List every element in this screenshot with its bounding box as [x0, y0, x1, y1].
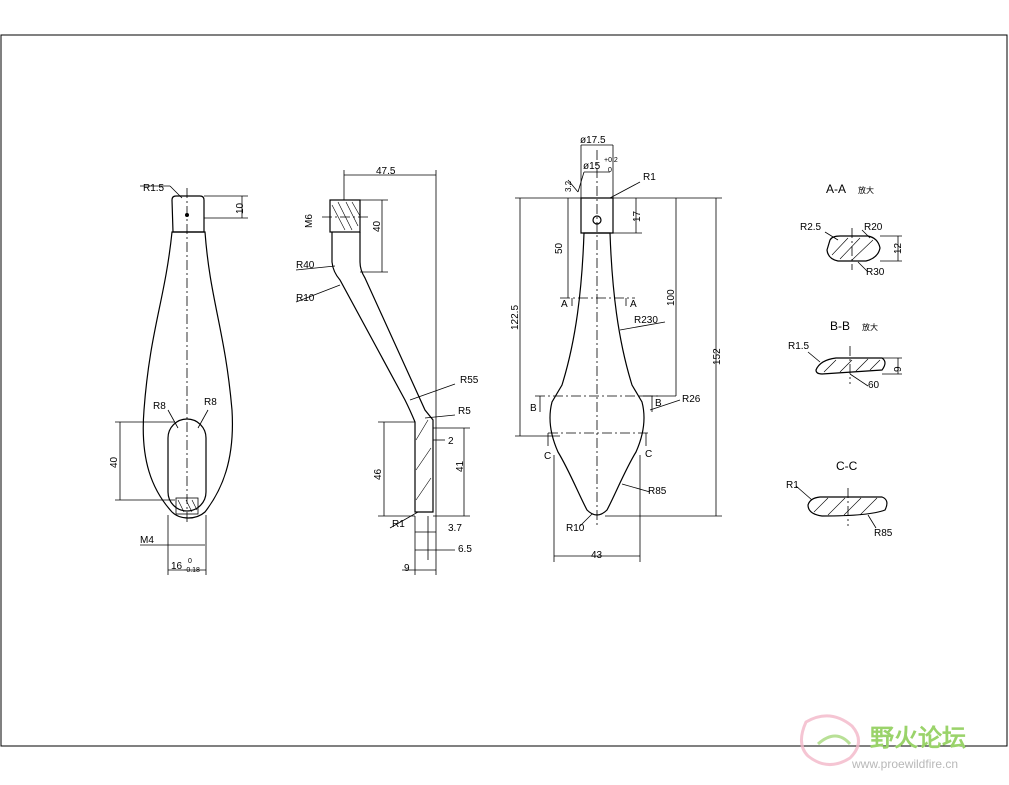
front-top-height: 10 — [235, 202, 246, 214]
section-bb-height: 9 — [893, 366, 904, 372]
section-cc-title: C-C — [836, 459, 858, 473]
watermark-logo-icon — [800, 714, 860, 766]
main-dim-122: 122.5 — [510, 305, 521, 330]
side-radius-55: R55 — [460, 375, 479, 386]
side-radius-40: R40 — [296, 260, 315, 271]
side-head-height: 40 — [372, 220, 383, 232]
side-view: 47.5 M6 40 R40 R10 R55 R5 2 46 41 R1 3.7… — [295, 166, 479, 575]
side-offset: 47.5 — [376, 166, 396, 177]
main-dim-152: 152 — [712, 348, 723, 365]
main-tol-lower: 0 — [608, 167, 612, 174]
side-bottom-radius: R1 — [392, 519, 405, 530]
side-radius-5: R5 — [458, 406, 471, 417]
main-tol-upper: +0.2 — [604, 157, 618, 164]
main-section-a-left: A — [561, 299, 568, 310]
front-slot-left-radius: R8 — [153, 401, 166, 412]
main-radius-85: R85 — [648, 486, 667, 497]
front-width-tol-lower: -0.18 — [184, 567, 200, 574]
section-aa-height: 12 — [893, 242, 904, 254]
main-dim-17: 17 — [632, 210, 643, 222]
section-aa-suffix: 放大 — [858, 185, 874, 195]
section-aa-title: A-A — [826, 182, 846, 196]
section-bb-suffix: 放大 — [862, 322, 878, 332]
main-section-b-right: B — [655, 398, 662, 409]
sheet-border — [0, 34, 1008, 747]
main-radius-top: R1 — [643, 172, 656, 183]
front-thread: M4 — [140, 535, 154, 546]
watermark: 野火论坛 www.proewildfire.cn — [800, 714, 966, 771]
main-dim-100: 100 — [666, 289, 677, 306]
main-radius-10: R10 — [566, 523, 585, 534]
front-width: 16 — [171, 561, 183, 572]
watermark-url: www.proewildfire.cn — [851, 757, 958, 771]
section-cc-radius-1: R1 — [786, 480, 799, 491]
section-bb-title: B-B — [830, 319, 850, 333]
watermark-title: 野火论坛 — [870, 724, 966, 752]
main-surface-finish: 3.2 — [564, 180, 573, 192]
front-slot-right-radius: R8 — [204, 397, 217, 408]
main-section-b-left: B — [530, 403, 537, 414]
front-slot-length: 40 — [109, 456, 120, 468]
section-cc-radius-85: R85 — [874, 528, 893, 539]
main-diameter-inner: ø15 — [583, 161, 601, 172]
side-dim-9: 9 — [404, 563, 410, 574]
front-width-tol-upper: 0 — [188, 558, 192, 565]
section-views: A-A 放大 R2.5 R20 R30 12 B-B 放大 R1.5 9 60 … — [786, 182, 904, 539]
section-bb-radius: R1.5 — [788, 341, 810, 352]
section-aa-radius-2-5: R2.5 — [800, 222, 822, 233]
main-width: 43 — [591, 550, 603, 561]
side-gap: 2 — [448, 436, 454, 447]
main-section-c-right: C — [645, 449, 652, 460]
main-section-c-left: C — [544, 451, 551, 462]
main-radius-230: R230 — [634, 315, 658, 326]
section-aa-radius-30: R30 — [866, 267, 885, 278]
side-dim-3-7: 3.7 — [448, 523, 462, 534]
main-view: ø17.5 ø15 +0.2 0 3.2 R1 17 50 100 122.5 … — [510, 135, 723, 562]
section-bb-width: 60 — [868, 380, 880, 391]
side-radius-10: R10 — [296, 293, 315, 304]
side-dim-6-5: 6.5 — [458, 544, 472, 555]
front-top-radius: R1.5 — [143, 183, 165, 194]
main-dim-50: 50 — [554, 242, 565, 254]
side-thread: M6 — [304, 214, 315, 228]
front-view: R1.5 10 40 R8 R8 M4 16 0 -0.18 — [109, 183, 248, 575]
main-radius-26: R26 — [682, 394, 701, 405]
side-height-left: 46 — [373, 468, 384, 480]
side-height-right: 41 — [455, 460, 466, 472]
main-diameter-outer: ø17.5 — [580, 135, 606, 146]
section-aa-radius-20: R20 — [864, 222, 883, 233]
main-section-a-right: A — [630, 299, 637, 310]
